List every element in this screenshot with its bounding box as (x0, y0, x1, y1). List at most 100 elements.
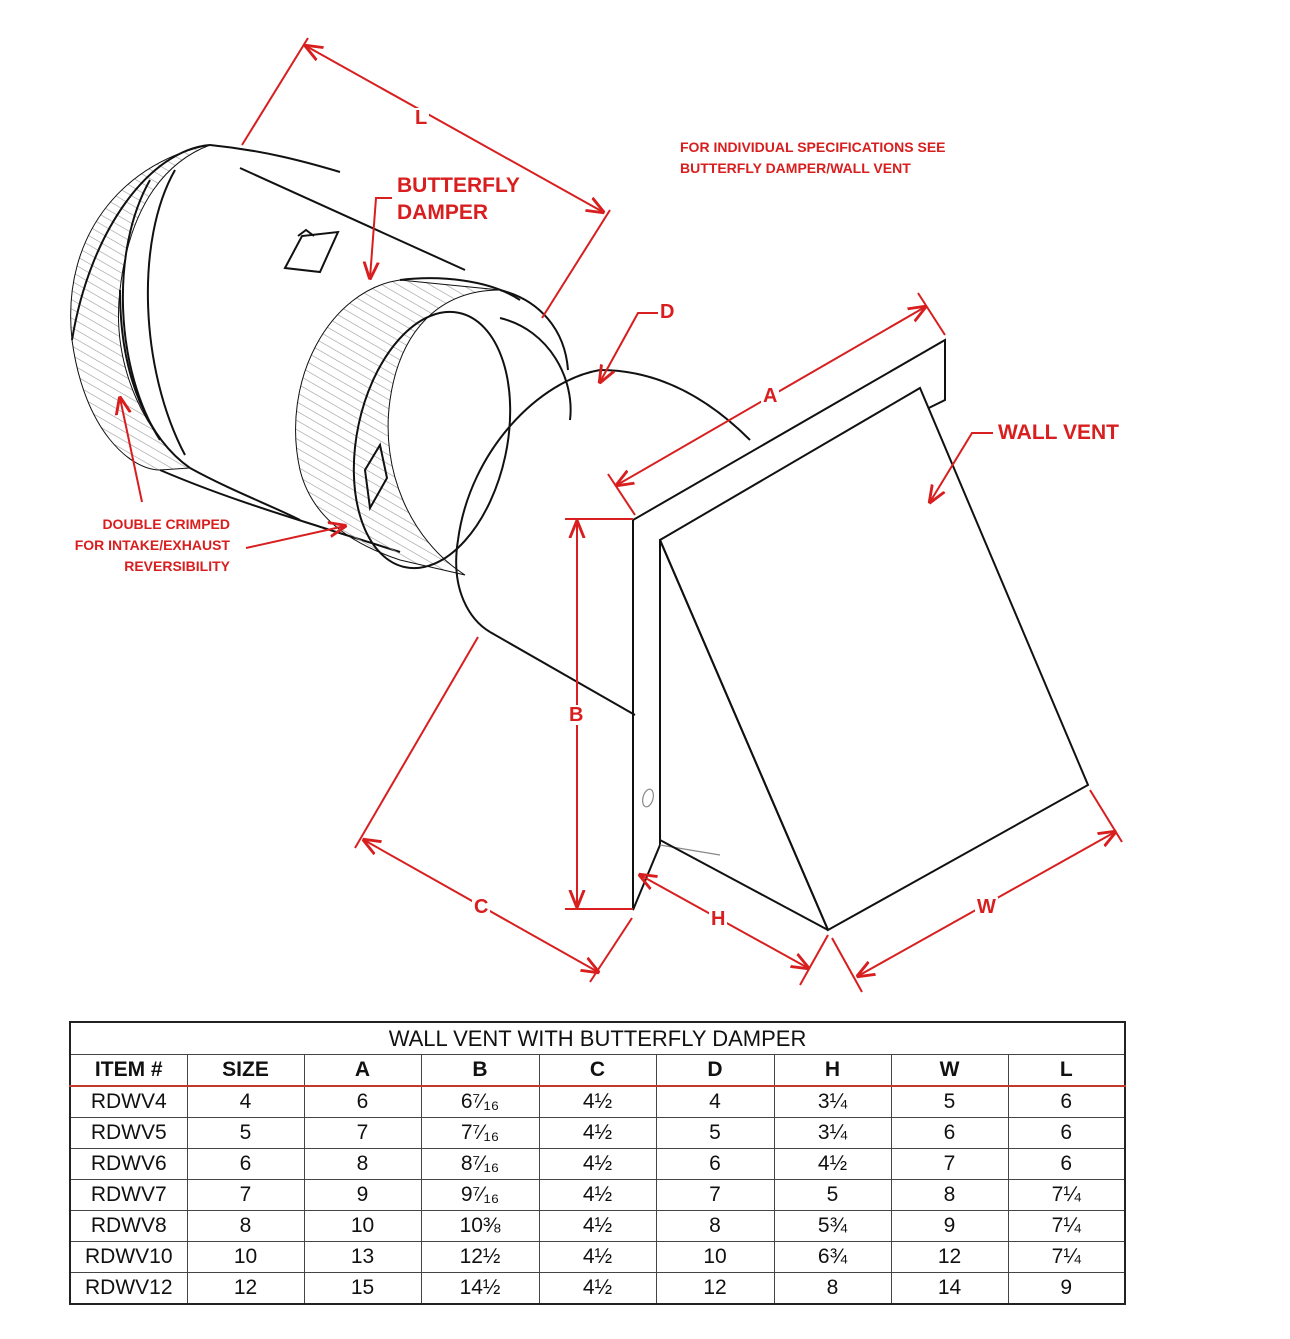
spec-note: FOR INDIVIDUAL SPECIFICATIONS SEE BUTTER… (680, 137, 946, 179)
column-header: A (303, 1054, 422, 1087)
table-cell: 10⅜ (420, 1210, 540, 1242)
table-cell: 4 (186, 1085, 305, 1118)
table-cell: 12 (655, 1272, 775, 1305)
dimension-label-h: H (709, 908, 728, 930)
item-number-cell: RDWV7 (69, 1179, 188, 1211)
wall-vent-label: WALL VENT (998, 421, 1119, 444)
table-cell: 6 (1007, 1117, 1126, 1149)
table-cell: 6 (1007, 1085, 1126, 1118)
butterfly-damper-label-line1: BUTTERFLY (397, 174, 520, 197)
column-header: ITEM # (69, 1054, 188, 1087)
table-cell: 4½ (538, 1241, 657, 1273)
table-cell: 14½ (420, 1272, 540, 1305)
table-cell: 3¼ (773, 1085, 892, 1118)
table-cell: 4½ (538, 1148, 657, 1180)
table-cell: 9 (303, 1179, 422, 1211)
table-cell: 12½ (420, 1241, 540, 1273)
table-title-row: WALL VENT WITH BUTTERFLY DAMPER (69, 1021, 1126, 1055)
column-header: SIZE (186, 1054, 305, 1087)
double-crimped-note: DOUBLE CRIMPED FOR INTAKE/EXHAUST REVERS… (40, 514, 230, 577)
table-cell: 8 (890, 1179, 1009, 1211)
table-cell: 7¼ (1007, 1210, 1126, 1242)
butterfly-damper-label-line2: DAMPER (397, 201, 489, 224)
column-header: C (538, 1054, 657, 1087)
table-cell: 8 (303, 1148, 422, 1180)
dimension-label-c: C (472, 896, 491, 918)
table-cell: 14 (890, 1272, 1009, 1305)
table-cell: 5 (773, 1179, 892, 1211)
item-number-cell: RDWV4 (69, 1085, 188, 1118)
table-cell: 4 (655, 1085, 775, 1118)
table-cell: 6 (303, 1085, 422, 1118)
column-header: B (420, 1054, 540, 1087)
table-cell: 8⁷⁄₁₆ (420, 1148, 540, 1180)
table-cell: 6⁷⁄₁₆ (420, 1085, 540, 1118)
item-number-cell: RDWV5 (69, 1117, 188, 1149)
table-cell: 7 (890, 1148, 1009, 1180)
dimension-label-l: L (413, 107, 430, 129)
column-header: L (1007, 1054, 1126, 1087)
column-header: W (890, 1054, 1009, 1087)
table-cell: 9 (890, 1210, 1009, 1242)
table-cell: 15 (303, 1272, 422, 1305)
table-cell: 8 (186, 1210, 305, 1242)
item-number-cell: RDWV10 (69, 1241, 188, 1273)
table-cell: 6 (1007, 1148, 1126, 1180)
table-cell: 7 (186, 1179, 305, 1211)
table-cell: 13 (303, 1241, 422, 1273)
table-cell: 7¼ (1007, 1241, 1126, 1273)
table-cell: 6 (890, 1117, 1009, 1149)
table-cell: 7⁷⁄₁₆ (420, 1117, 540, 1149)
spec-note-line1: FOR INDIVIDUAL SPECIFICATIONS SEE (680, 139, 946, 155)
table-cell: 9 (1007, 1272, 1126, 1305)
product-diagram (70, 37, 1123, 993)
table-cell: 10 (655, 1241, 775, 1273)
table-cell: 4½ (538, 1085, 657, 1118)
double-crimped-line1: DOUBLE CRIMPED (102, 516, 230, 532)
table-cell: 4½ (538, 1117, 657, 1149)
table-cell: 7 (655, 1179, 775, 1211)
spec-note-line2: BUTTERFLY DAMPER/WALL VENT (680, 160, 911, 176)
table-cell: 6 (655, 1148, 775, 1180)
table-cell: 12 (890, 1241, 1009, 1273)
table-cell: 4½ (538, 1179, 657, 1211)
table-cell: 12 (186, 1272, 305, 1305)
dimension-label-a: A (761, 385, 780, 407)
table-cell: 7 (303, 1117, 422, 1149)
butterfly-damper-label: BUTTERFLY DAMPER (397, 174, 520, 225)
table-cell: 6 (186, 1148, 305, 1180)
table-cell: 3¼ (773, 1117, 892, 1149)
double-crimped-line2: FOR INTAKE/EXHAUST (74, 537, 230, 553)
spec-table: WALL VENT WITH BUTTERFLY DAMPER ITEM # S… (69, 1021, 1127, 1305)
table-title: WALL VENT WITH BUTTERFLY DAMPER (69, 1021, 1126, 1055)
table-cell: 8 (655, 1210, 775, 1242)
butterfly-damper-body (70, 144, 572, 576)
table-cell: 8 (773, 1272, 892, 1305)
table-cell: 10 (303, 1210, 422, 1242)
table-cell: 4½ (773, 1148, 892, 1180)
dimension-label-w: W (975, 896, 998, 918)
item-number-cell: RDWV8 (69, 1210, 188, 1242)
table-cell: 5 (890, 1085, 1009, 1118)
column-header: H (773, 1054, 892, 1087)
table-cell: 7¼ (1007, 1179, 1126, 1211)
table-cell: 9⁷⁄₁₆ (420, 1179, 540, 1211)
dimension-label-b: B (567, 704, 586, 726)
table-cell: 5¾ (773, 1210, 892, 1242)
item-number-cell: RDWV6 (69, 1148, 188, 1180)
table-cell: 10 (186, 1241, 305, 1273)
dimension-label-d: D (658, 301, 677, 323)
table-cell: 6¾ (773, 1241, 892, 1273)
table-header-row: ITEM # SIZE A B C D H W L (69, 1054, 1126, 1087)
double-crimped-line3: REVERSIBILITY (124, 558, 230, 574)
table-cell: 4½ (538, 1210, 657, 1242)
column-header: D (655, 1054, 775, 1087)
table-cell: 4½ (538, 1272, 657, 1305)
